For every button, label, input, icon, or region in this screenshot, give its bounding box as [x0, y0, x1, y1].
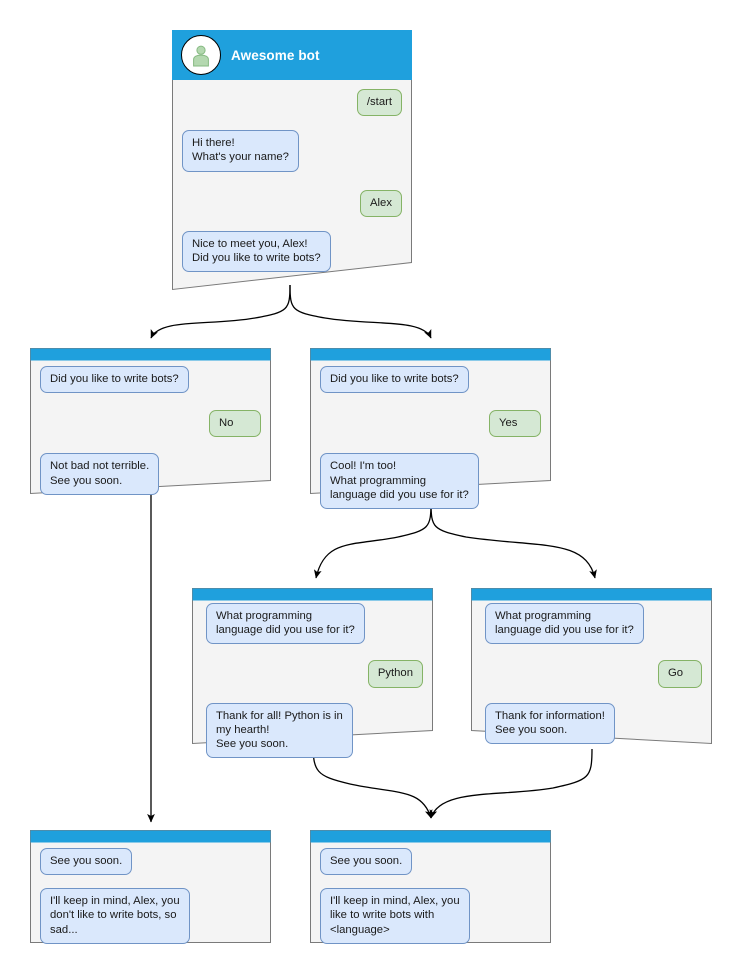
- message-row: What programming language did you use fo…: [485, 603, 702, 645]
- node-no-branch[interactable]: Did you like to write bots? No Not bad n…: [30, 348, 271, 495]
- message-row: Nice to meet you, Alex! Did you like to …: [182, 230, 402, 273]
- node-go-branch-content: What programming language did you use fo…: [471, 600, 712, 745]
- node-yes-branch[interactable]: Did you like to write bots? Yes Cool! I'…: [310, 348, 551, 510]
- user-message-bubble[interactable]: Yes: [489, 410, 541, 438]
- user-avatar-icon: [181, 35, 221, 75]
- node-python-branch[interactable]: What programming language did you use fo…: [192, 588, 433, 759]
- message-row: See you soon.: [40, 848, 261, 876]
- bot-message-bubble[interactable]: I'll keep in mind, Alex, you don't like …: [40, 888, 190, 944]
- message-row: Did you like to write bots?: [40, 366, 261, 394]
- user-message-bubble[interactable]: Alex: [360, 189, 402, 217]
- bot-message-bubble[interactable]: See you soon.: [40, 848, 133, 876]
- bot-message-bubble[interactable]: Thank for all! Python is in my hearth! S…: [206, 702, 353, 759]
- user-message-bubble[interactable]: Go: [658, 660, 702, 688]
- node-no-branch-content: Did you like to write bots? No Not bad n…: [30, 360, 271, 495]
- node-root-header: Awesome bot: [172, 30, 412, 80]
- bot-message-bubble[interactable]: Nice to meet you, Alex! Did you like to …: [182, 230, 331, 273]
- message-row: Thank for all! Python is in my hearth! S…: [206, 702, 423, 759]
- bot-message-bubble[interactable]: Cool! I'm too! What programming language…: [320, 453, 479, 510]
- node-root-content: /start Hi there! What's your name? Alex …: [172, 80, 412, 273]
- message-row: Cool! I'm too! What programming language…: [320, 453, 541, 510]
- node-end-no[interactable]: See you soon. I'll keep in mind, Alex, y…: [30, 830, 271, 944]
- bot-message-bubble[interactable]: What programming language did you use fo…: [485, 603, 644, 645]
- message-row: No: [40, 410, 261, 438]
- edge-yes-to-go: [430, 501, 597, 579]
- user-message-bubble[interactable]: Python: [367, 660, 423, 688]
- bot-message-bubble[interactable]: Hi there! What's your name?: [182, 130, 299, 172]
- message-row: Go: [485, 660, 702, 688]
- user-message-bubble[interactable]: No: [209, 410, 261, 438]
- bot-message-bubble[interactable]: Did you like to write bots?: [40, 366, 189, 394]
- message-row: Did you like to write bots?: [320, 366, 541, 394]
- edge-yes-to-python: [313, 501, 432, 579]
- node-root[interactable]: Awesome bot /start Hi there! What's your…: [172, 30, 412, 291]
- node-end-yes-content: See you soon. I'll keep in mind, Alex, y…: [310, 842, 551, 944]
- message-row: Hi there! What's your name?: [182, 130, 402, 172]
- message-row: What programming language did you use fo…: [206, 603, 423, 645]
- node-python-branch-content: What programming language did you use fo…: [192, 600, 433, 759]
- bot-title: Awesome bot: [231, 47, 320, 63]
- bot-message-bubble[interactable]: Thank for information! See you soon.: [485, 702, 615, 745]
- bot-message-bubble[interactable]: What programming language did you use fo…: [206, 603, 365, 645]
- bot-message-bubble[interactable]: See you soon.: [320, 848, 413, 876]
- message-row: Not bad not terrible. See you soon.: [40, 453, 261, 495]
- message-row: /start: [182, 89, 402, 117]
- node-end-no-content: See you soon. I'll keep in mind, Alex, y…: [30, 842, 271, 944]
- message-row: See you soon.: [320, 848, 541, 876]
- node-end-yes[interactable]: See you soon. I'll keep in mind, Alex, y…: [310, 830, 551, 944]
- message-row: Yes: [320, 410, 541, 438]
- bot-message-bubble[interactable]: Did you like to write bots?: [320, 366, 469, 394]
- message-row: Python: [206, 660, 423, 688]
- user-message-bubble[interactable]: /start: [356, 89, 402, 117]
- bot-message-bubble[interactable]: Not bad not terrible. See you soon.: [40, 453, 160, 495]
- bot-message-bubble[interactable]: I'll keep in mind, Alex, you like to wri…: [320, 888, 470, 944]
- node-go-branch[interactable]: What programming language did you use fo…: [471, 588, 712, 745]
- node-yes-branch-content: Did you like to write bots? Yes Cool! I'…: [310, 360, 551, 510]
- message-row: I'll keep in mind, Alex, you like to wri…: [320, 888, 541, 944]
- message-row: I'll keep in mind, Alex, you don't like …: [40, 888, 261, 944]
- message-row: Thank for information! See you soon.: [485, 702, 702, 745]
- edge-root-to-yes: [289, 284, 432, 339]
- message-row: Alex: [182, 189, 402, 217]
- edge-go-to-end-yes: [429, 748, 593, 819]
- edge-root-to-no: [150, 284, 291, 339]
